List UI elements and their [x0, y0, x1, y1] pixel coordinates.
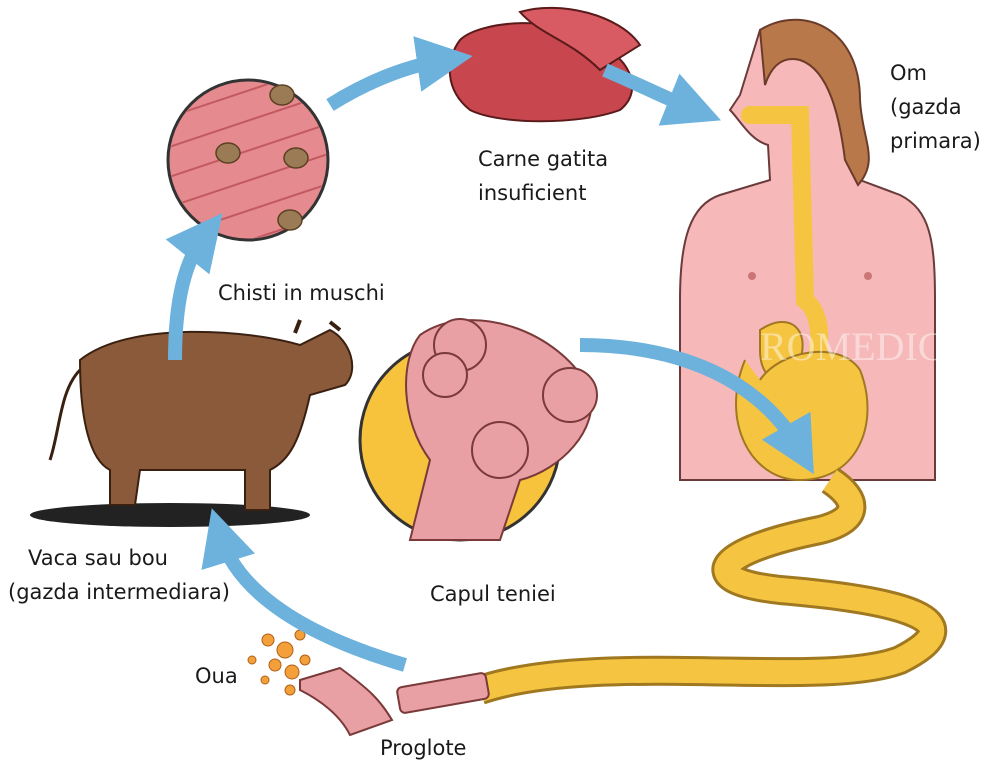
label-meat: Carne gatita insuficient [478, 142, 608, 210]
label-eggs: Oua [195, 664, 238, 688]
proglottid-segment [396, 672, 490, 714]
label-human-line3: primara) [890, 129, 981, 153]
cysts [215, 84, 309, 231]
muscle-circle [166, 78, 330, 242]
label-human-line1: Om [890, 61, 927, 85]
label-human: Om (gazda primara) [890, 56, 981, 158]
undercooked-meat [448, 6, 642, 123]
proglottid-detached [299, 666, 394, 737]
watermark: ROMEDIC [760, 324, 944, 369]
label-meat-line1: Carne gatita [478, 147, 609, 171]
cycle-arrows [165, 36, 814, 672]
eggs [247, 629, 311, 696]
label-proglottids: Proglote [380, 736, 467, 760]
label-cow: Vaca sau bou (gazda intermediara) [8, 541, 230, 609]
label-cow-line2: (gazda intermediara) [8, 580, 230, 604]
label-cow-line1: Vaca sau bou [28, 546, 168, 570]
label-human-line2: (gazda [890, 95, 962, 119]
label-cysts: Chisti in muschi [218, 281, 385, 305]
cow [30, 319, 354, 527]
hair [758, 18, 870, 187]
label-scolex: Capul teniei [430, 582, 556, 606]
label-meat-line2: insuficient [478, 181, 587, 205]
scolex [405, 318, 598, 541]
muscle-fibers [170, 82, 326, 238]
tapeworm-body [476, 470, 944, 702]
